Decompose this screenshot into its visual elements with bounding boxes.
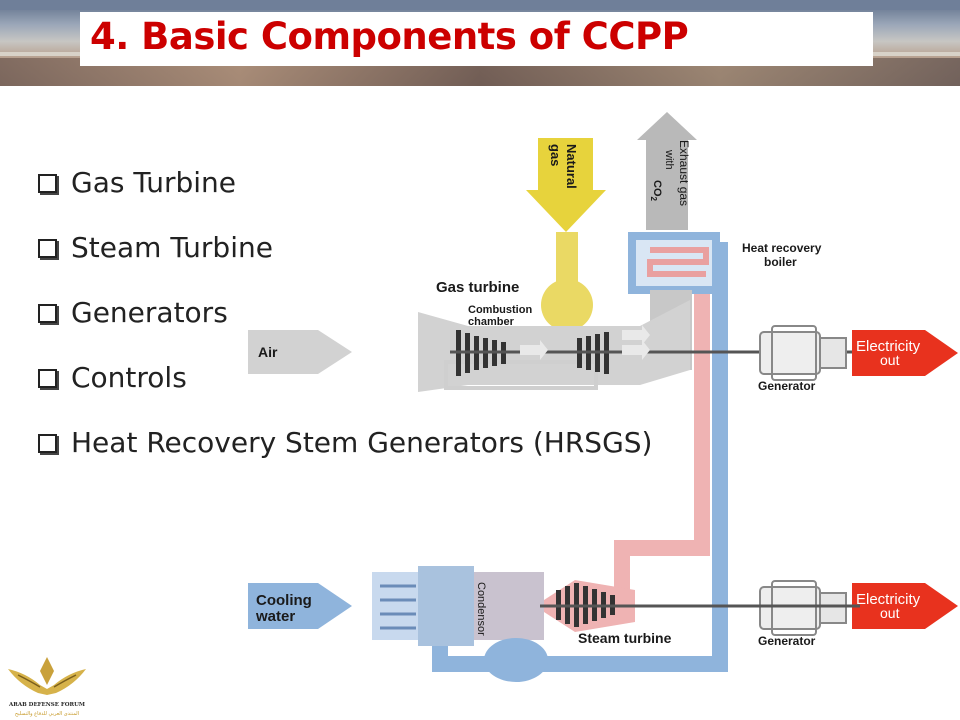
checkbox-icon xyxy=(38,304,57,323)
checkbox-icon xyxy=(38,434,57,453)
exhaust-label-2: with xyxy=(663,149,675,170)
air-label: Air xyxy=(258,344,278,360)
slide-title: 4. Basic Components of CCPP xyxy=(90,15,689,58)
bullet-list: Gas Turbine Steam Turbine Generators Con… xyxy=(38,150,652,475)
co2-label: CO2 xyxy=(649,180,663,202)
bullet-item: Generators xyxy=(38,280,652,345)
bullet-label: Steam Turbine xyxy=(71,231,273,264)
natural-gas-arrow xyxy=(526,138,606,331)
checkbox-icon xyxy=(38,369,57,388)
combustion-label-2: chamber xyxy=(468,316,515,328)
checkbox-icon xyxy=(38,239,57,258)
natural-gas-label-1: Natural xyxy=(564,144,579,189)
generator-top-label: Generator xyxy=(758,379,816,393)
bullet-item: Gas Turbine xyxy=(38,150,652,215)
heat-recovery-label-2: boiler xyxy=(764,255,797,269)
exhaust-label-1: Exhaust gas xyxy=(677,140,691,206)
electricity-top-label-1: Electricity xyxy=(856,338,921,355)
condenser-label: Condensor xyxy=(475,582,487,636)
generator-bottom-machine xyxy=(759,580,847,636)
checkbox-icon xyxy=(38,174,57,193)
electricity-bottom-label-2: out xyxy=(880,605,900,621)
combustion-label-1: Combustion xyxy=(468,304,532,316)
bullet-label: Heat Recovery Stem Generators (HRSGS) xyxy=(71,426,653,459)
condenser-unit xyxy=(372,566,548,682)
air-arrow xyxy=(248,330,352,374)
cooling-water-label-1: Cooling xyxy=(256,592,312,609)
cooling-water-label-2: water xyxy=(255,608,295,625)
bullet-label: Controls xyxy=(71,361,187,394)
steam-turbine-body xyxy=(540,580,860,632)
bullet-label: Gas Turbine xyxy=(71,166,236,199)
electricity-top-label-2: out xyxy=(880,352,900,368)
electricity-arrow-top xyxy=(852,330,958,376)
bullet-item: Heat Recovery Stem Generators (HRSGS) xyxy=(38,410,652,475)
bullet-item: Steam Turbine xyxy=(38,215,652,280)
generator-bottom-label: Generator xyxy=(758,634,816,648)
exhaust-gas-arrow xyxy=(637,112,697,230)
title-box: 4. Basic Components of CCPP xyxy=(80,12,873,66)
heat-recovery-label-1: Heat recovery xyxy=(742,241,822,255)
arab-defense-forum-logo: ARAB DEFENSE FORUM المنتدى العربي للدفاع… xyxy=(4,655,90,719)
electricity-arrow-bottom xyxy=(852,583,958,629)
generator-top-machine xyxy=(759,325,847,381)
bullet-item: Controls xyxy=(38,345,652,410)
red-pipe xyxy=(614,258,710,600)
svg-text:ARAB DEFENSE FORUM: ARAB DEFENSE FORUM xyxy=(8,702,85,708)
svg-text:المنتدى العربي للدفاع والتسليح: المنتدى العربي للدفاع والتسليح xyxy=(15,711,79,717)
bullet-label: Generators xyxy=(71,296,228,329)
steam-turbine-label: Steam turbine xyxy=(578,630,672,646)
natural-gas-label-2: gas xyxy=(548,144,563,166)
electricity-bottom-label-1: Electricity xyxy=(856,591,921,608)
cooling-water-arrow xyxy=(248,583,352,629)
gas-turbine-label: Gas turbine xyxy=(436,279,519,296)
eagle-icon: ARAB DEFENSE FORUM المنتدى العربي للدفاع… xyxy=(8,657,86,717)
